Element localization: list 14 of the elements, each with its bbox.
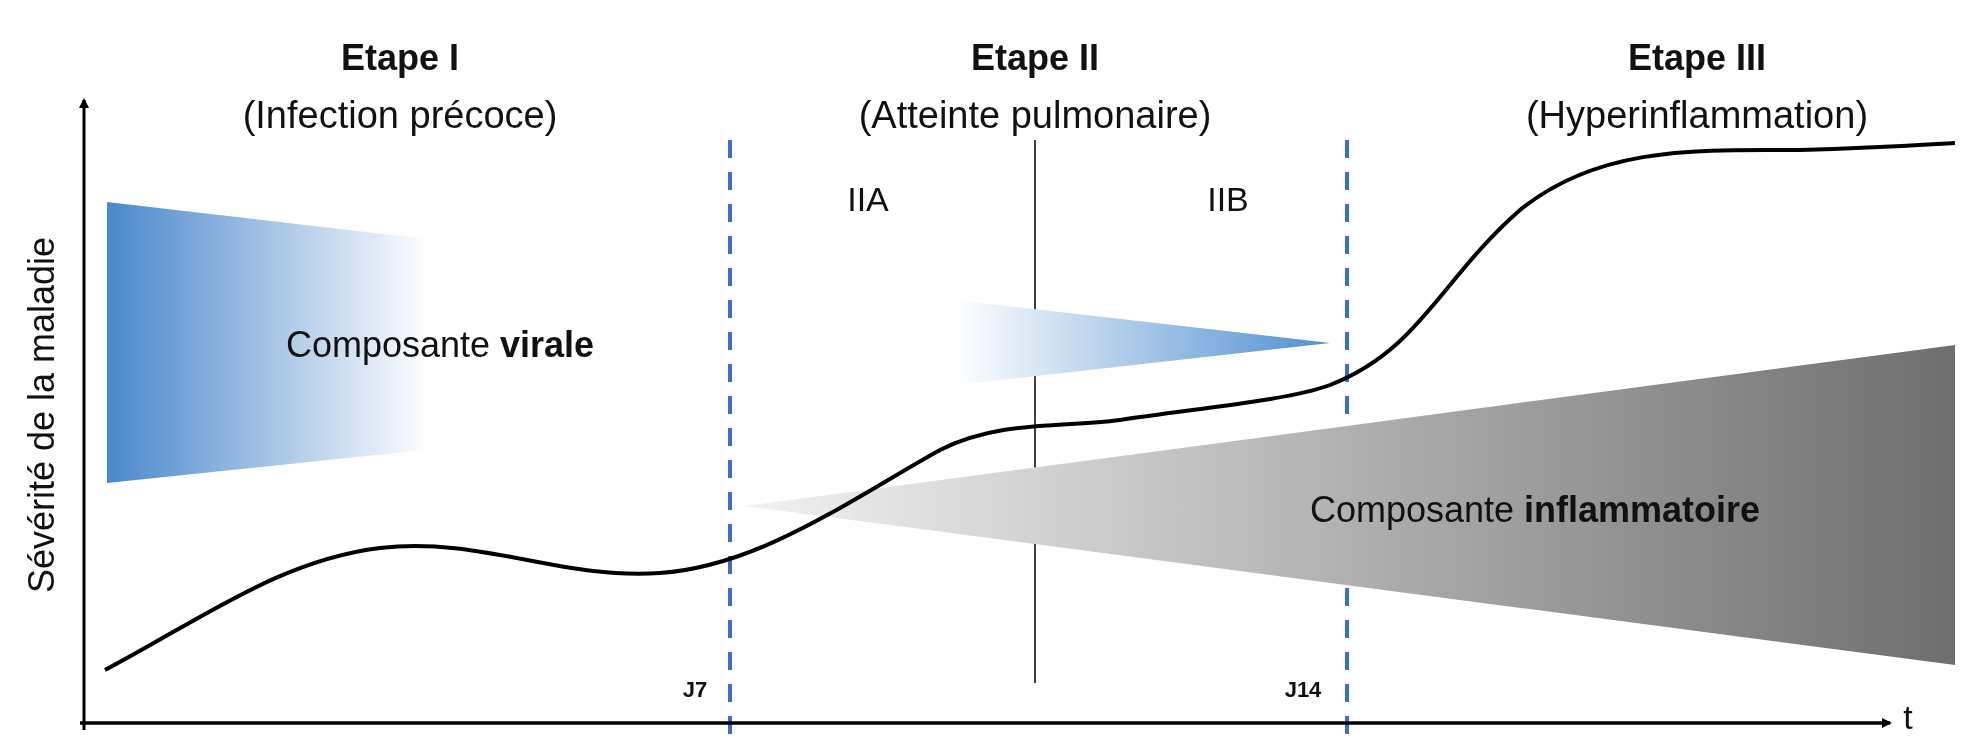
axis-title: t — [1903, 699, 1913, 737]
axis-title: Sévérité de la maladie — [22, 236, 62, 594]
stage-subtitle: (Infection précoce) — [242, 95, 558, 137]
stage-title: Etape II — [971, 38, 1099, 78]
day-marker: J7 — [682, 677, 708, 703]
stage-title: Etape III — [1628, 38, 1766, 78]
stage-subtitle: (Hyperinflammation) — [1525, 95, 1869, 137]
stage-subtitle: (Atteinte pulmonaire) — [858, 95, 1212, 137]
phase-label: IIA — [847, 181, 889, 219]
phase-label: IIB — [1207, 181, 1249, 219]
component-label: Composante inflammatoire — [1309, 489, 1761, 531]
day-marker: J14 — [1284, 677, 1322, 703]
stage-title: Etape I — [341, 38, 459, 78]
component-label: Composante virale — [285, 324, 595, 366]
